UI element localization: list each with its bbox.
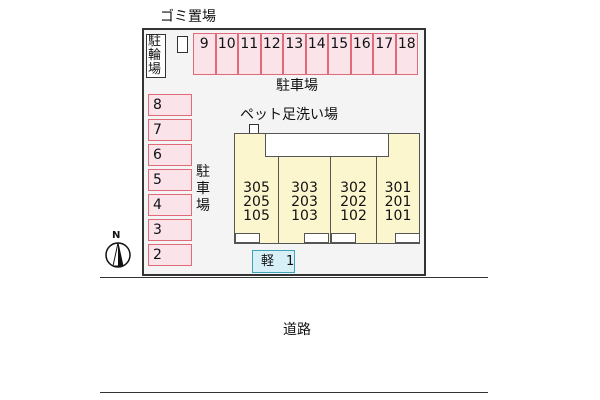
entrance-box [304, 233, 329, 243]
garbage-label: ゴミ置場 [160, 9, 216, 25]
road-label: 道路 [283, 322, 311, 338]
kei-label: 軽 [261, 254, 275, 269]
unit-number: 205 [243, 194, 270, 210]
parking-space-4[interactable]: 4 [148, 194, 192, 216]
road-edge-top [100, 277, 488, 278]
parking-space-7[interactable]: 7 [148, 119, 192, 141]
parking-space-3[interactable]: 3 [148, 219, 192, 241]
unit-number: 203 [291, 194, 318, 210]
garbage-area [177, 36, 188, 53]
north-label: N [112, 230, 121, 241]
parking-space-18[interactable]: 18 [395, 33, 418, 75]
road-edge-bottom [100, 392, 488, 393]
unit-number: 102 [340, 208, 367, 224]
parking-label-top: 駐車場 [276, 78, 318, 94]
bicycle-parking: 駐輪場 [146, 34, 166, 78]
parking-space-16[interactable]: 16 [350, 33, 373, 75]
kei-number: 1 [286, 254, 295, 269]
parking-label-left: 駐車場 [196, 164, 210, 214]
entrance-box [235, 233, 260, 243]
parking-space-5[interactable]: 5 [148, 169, 192, 191]
unit-number: 303 [291, 180, 318, 196]
parking-space-14[interactable]: 14 [305, 33, 328, 75]
north-compass: N [104, 230, 132, 270]
unit-number: 302 [340, 180, 367, 196]
unit-number: 201 [384, 194, 412, 210]
parking-space-17[interactable]: 17 [373, 33, 396, 75]
unit-number: 101 [384, 208, 412, 224]
parking-space-6[interactable]: 6 [148, 144, 192, 166]
unit-number: 105 [243, 208, 270, 224]
parking-space-8[interactable]: 8 [148, 94, 192, 116]
entrance-box [331, 233, 356, 243]
parking-space-12[interactable]: 12 [260, 33, 283, 75]
entrance-box [395, 233, 420, 243]
parking-space-11[interactable]: 11 [238, 33, 261, 75]
parking-space-2[interactable]: 2 [148, 244, 192, 266]
parking-space-13[interactable]: 13 [283, 33, 306, 75]
compass-icon [105, 242, 131, 268]
parking-space-15[interactable]: 15 [328, 33, 351, 75]
unit-number: 103 [291, 208, 318, 224]
unit-number: 202 [340, 194, 367, 210]
parking-space-9[interactable]: 9 [193, 33, 216, 75]
building-courtyard [265, 133, 389, 157]
parking-space-10[interactable]: 10 [215, 33, 238, 75]
unit-number: 305 [243, 180, 270, 196]
unit-number: 301 [384, 180, 412, 196]
pet-wash-label: ペット足洗い場 [240, 107, 338, 123]
